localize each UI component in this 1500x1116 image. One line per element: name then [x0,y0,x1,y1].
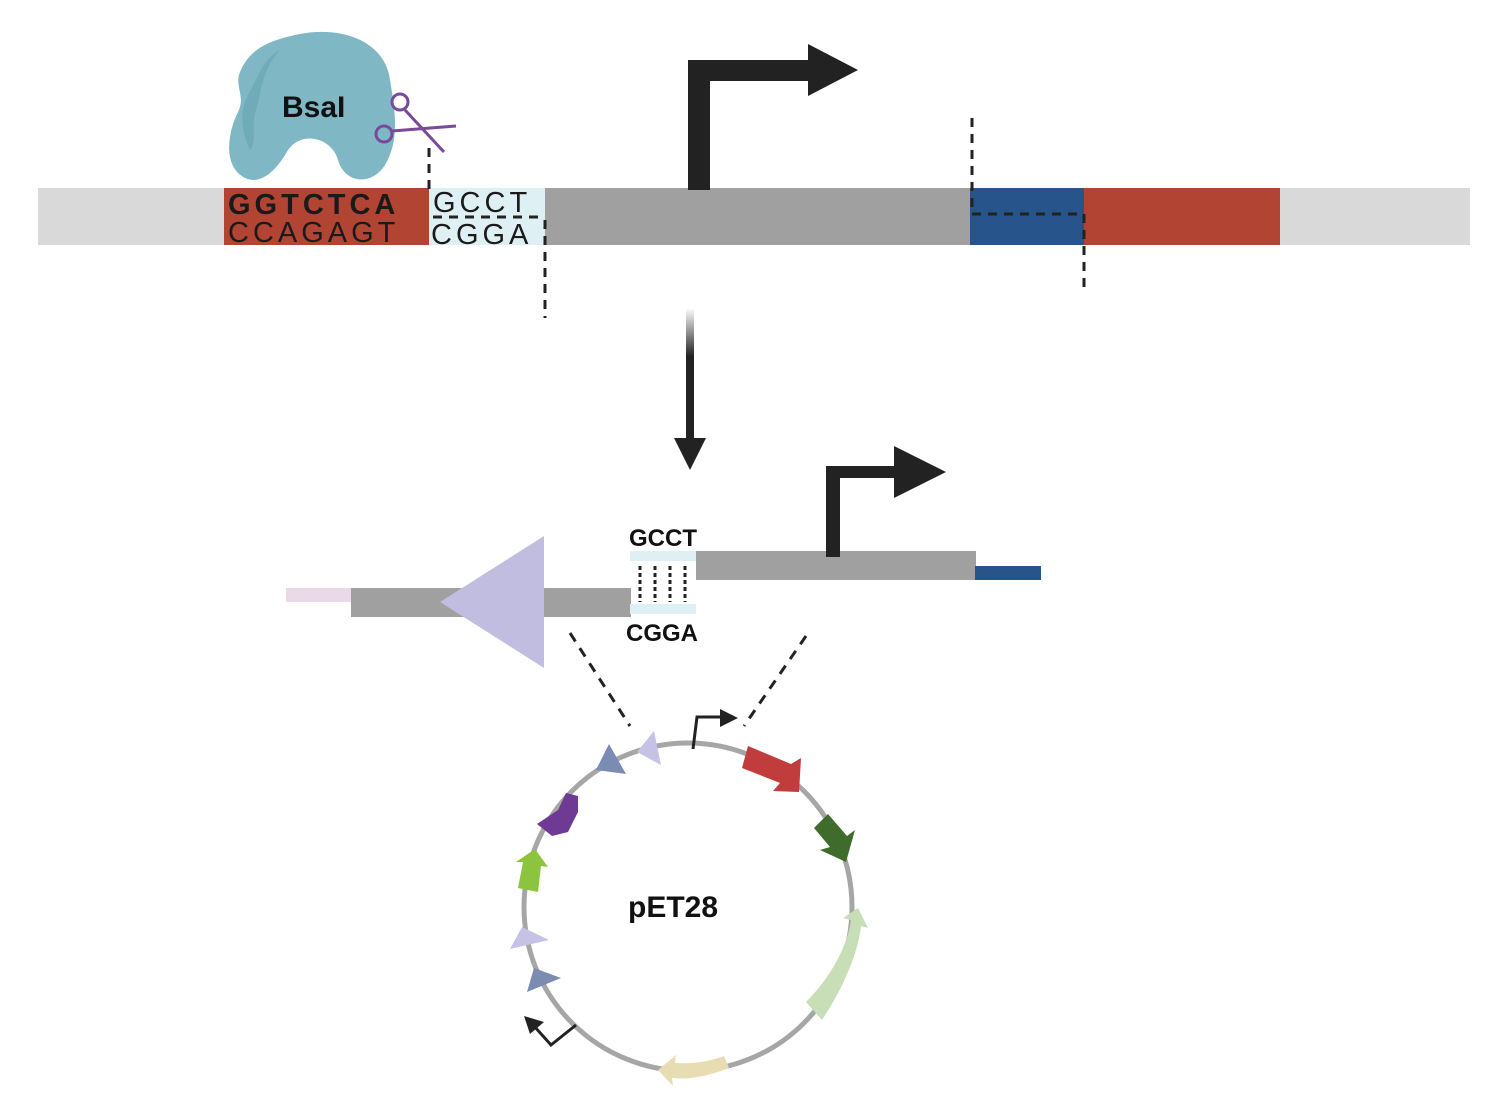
slate-site-1-icon [596,744,626,774]
lavender-triangle-icon [440,536,544,668]
cut-lines [427,118,1086,318]
beige-gene-icon [658,1055,729,1086]
product-fragment: GCCT CGGA [286,446,1041,668]
promoter-arrow-icon [688,44,858,190]
product-overhang-top: GCCT [629,525,697,552]
product-promoter-arrow-icon [826,446,946,557]
blue-end [975,566,1041,580]
overhang-bottom-seq: CGGA [431,219,532,251]
overhang-top-seq: GCCT [433,187,531,219]
zoom-lines [568,632,808,727]
pale-green-gene-icon [806,908,868,1020]
dark-green-gene-icon [814,814,855,862]
bsai-recognition-site [224,188,429,245]
product-overhang-bottom: CGGA [626,620,698,647]
lavender-site-2-icon [510,927,549,949]
lavender-site-1-icon [637,731,661,765]
base-pairing [638,566,687,602]
bsai-enzyme: BsaI [229,31,395,180]
junction-top-pad [630,551,696,561]
enzyme-label: BsaI [282,91,345,124]
scissors-icon [374,92,457,154]
red-gene-icon [742,746,801,792]
linear-construct: GGTCTCA CCAGAGT GCCT CGGA [38,44,1470,318]
red-part [1084,188,1280,245]
plasmid-label: pET28 [628,891,718,924]
plasmid-promoter-icon [691,715,722,750]
recognition-top-seq: GGTCTCA [228,189,399,221]
promoter-region [545,188,970,245]
lime-gene-icon [516,849,548,892]
blue-part [970,188,1084,245]
pink-end [286,588,352,602]
plasmid-promoter-2-icon [532,1023,577,1048]
recognition-bottom-seq: CCAGAGT [228,217,399,249]
junction-bottom-pad [630,604,696,614]
plasmid-map: pET28 [510,709,868,1086]
purple-gene-icon [537,793,578,836]
slate-site-2-icon [527,968,561,992]
enzyme-blob-icon [229,31,395,180]
process-arrow-icon [674,308,706,470]
